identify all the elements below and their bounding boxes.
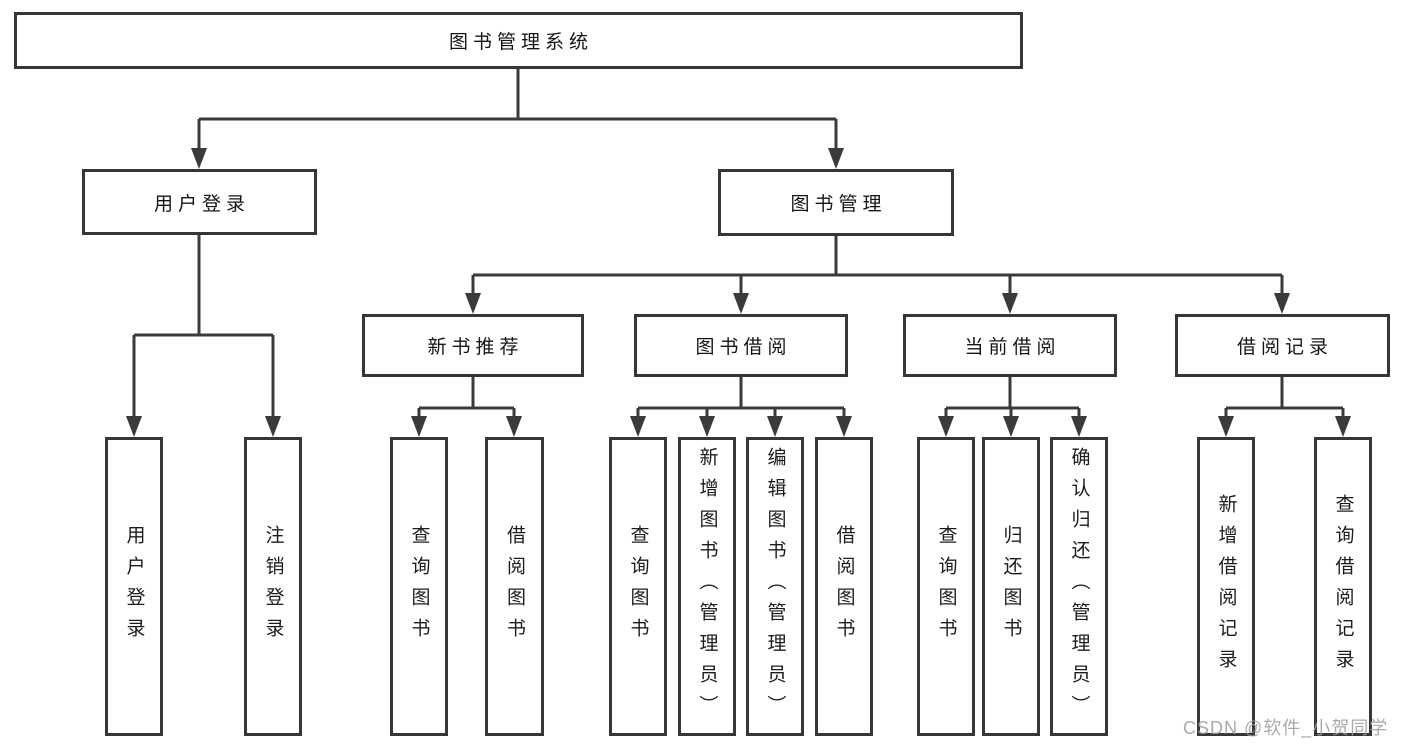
node-borrowing-records: 借阅记录 (1175, 314, 1390, 377)
node-root-system: 图书管理系统 (14, 12, 1023, 69)
leaf-logout: 注销登录 (244, 437, 302, 736)
leaf-recommend-query-books-label: 查询图书 (408, 524, 430, 649)
node-current-borrowing: 当前借阅 (903, 314, 1117, 377)
leaf-recommend-borrow-books: 借阅图书 (485, 437, 544, 736)
leaf-edit-books-admin: 编辑图书（管理员） (746, 437, 804, 736)
leaf-borrowing-query-books: 查询图书 (609, 437, 667, 736)
leaf-recommend-borrow-books-label: 借阅图书 (504, 524, 525, 649)
node-new-book-recommend: 新书推荐 (362, 314, 584, 377)
leaf-borrow-books: 借阅图书 (815, 437, 873, 736)
leaf-confirm-return-admin: 确认归还（管理员） (1050, 437, 1108, 736)
leaf-add-books-admin: 新增图书（管理员） (678, 437, 736, 736)
node-borrowing-records-label: 借阅记录 (1236, 337, 1333, 358)
leaf-logout-label: 注销登录 (262, 524, 284, 649)
node-root-label: 图书管理系统 (448, 32, 593, 53)
leaf-query-borrow-record-label: 查询借阅记录 (1332, 493, 1354, 680)
tree-lines (134, 69, 1343, 410)
arrowheads (126, 148, 1351, 437)
node-user-login-label: 用户登录 (153, 193, 250, 215)
leaf-confirm-return-admin-label: 确认归还（管理员） (1068, 447, 1090, 726)
node-new-book-recommend-label: 新书推荐 (427, 337, 524, 358)
node-user-login: 用户登录 (82, 169, 317, 235)
leaf-recommend-query-books: 查询图书 (390, 437, 448, 736)
arrow-shafts (132, 119, 1345, 420)
leaf-user-login-label: 用户登录 (123, 524, 145, 649)
node-book-borrowing-label: 图书借阅 (695, 337, 792, 358)
leaf-user-login: 用户登录 (105, 437, 163, 736)
node-book-management-label: 图书管理 (790, 194, 887, 215)
leaf-borrowing-query-books-label: 查询图书 (627, 524, 649, 649)
csdn-watermark: CSDN @软件_小贺同学 (1183, 718, 1389, 738)
leaf-add-books-admin-label: 新增图书（管理员） (696, 447, 718, 726)
leaf-current-query-books: 查询图书 (917, 437, 975, 736)
node-book-borrowing: 图书借阅 (634, 314, 848, 377)
leaf-add-borrow-record-label: 新增借阅记录 (1215, 493, 1237, 680)
leaf-query-borrow-record: 查询借阅记录 (1314, 437, 1372, 736)
leaf-borrow-books-label: 借阅图书 (833, 524, 855, 649)
leaf-edit-books-admin-label: 编辑图书（管理员） (764, 447, 786, 726)
leaf-return-books-label: 归还图书 (1000, 524, 1022, 649)
node-current-borrowing-label: 当前借阅 (964, 337, 1061, 358)
node-book-management: 图书管理 (718, 169, 954, 236)
leaf-add-borrow-record: 新增借阅记录 (1197, 437, 1255, 736)
leaf-current-query-books-label: 查询图书 (935, 524, 957, 649)
leaf-return-books: 归还图书 (982, 437, 1040, 736)
